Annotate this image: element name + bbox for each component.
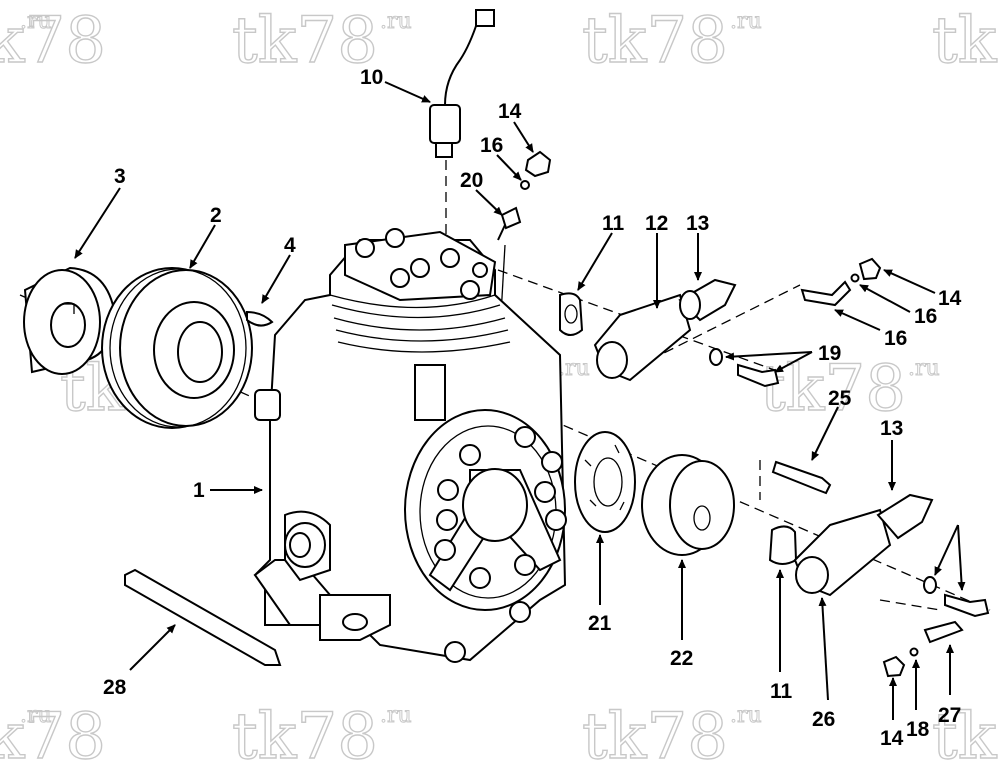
callout-18: 19 bbox=[818, 342, 841, 365]
key-part bbox=[246, 310, 274, 327]
watermark-suffix: .ru bbox=[730, 9, 762, 34]
watermark-suffix: .ru bbox=[908, 356, 940, 381]
callout-16-right: 16 bbox=[914, 305, 937, 328]
callout-19: 20 bbox=[460, 169, 483, 192]
fittings-top bbox=[497, 150, 552, 241]
hub-part bbox=[23, 266, 117, 375]
connector-cable-part bbox=[429, 9, 495, 158]
watermark-text: tk78 bbox=[932, 4, 1000, 78]
watermark-suffix: .ru bbox=[380, 703, 412, 728]
callout-26: 27 bbox=[938, 704, 961, 727]
watermark-text: tk78 bbox=[760, 352, 906, 426]
stud-part bbox=[771, 460, 832, 495]
washer-bolt-lower bbox=[923, 576, 990, 618]
watermark-text: tk78 bbox=[232, 700, 378, 761]
washer-bolt-upper bbox=[709, 348, 780, 388]
watermark-text: tk78 bbox=[582, 4, 728, 78]
gasket-part bbox=[574, 431, 636, 533]
watermark-suffix: .ru bbox=[380, 9, 412, 34]
gasket-lower-part bbox=[768, 525, 798, 565]
callout-2: 2 bbox=[210, 204, 222, 227]
fittings-right-top bbox=[800, 257, 882, 307]
watermark-text: tk78 bbox=[0, 700, 106, 761]
callout-22: 25 bbox=[828, 387, 852, 410]
callout-10: 10 bbox=[360, 66, 383, 89]
valve-lower-part bbox=[793, 493, 934, 597]
valve-upper-part bbox=[593, 278, 737, 382]
pulley-part bbox=[101, 267, 253, 429]
callout-16-top: 16 bbox=[480, 134, 503, 157]
leader-lines bbox=[74, 81, 966, 720]
fittings-lower-right bbox=[882, 620, 964, 678]
callout-1: 1 bbox=[193, 479, 205, 502]
callout-4: 4 bbox=[284, 234, 296, 257]
gasket-upper-part bbox=[559, 292, 584, 336]
callout-11-upper: 11 bbox=[602, 212, 625, 235]
callout-labels: 3 2 4 1 10 14 16 20 11 12 13 14 16 16 19… bbox=[103, 66, 962, 750]
watermark-text: tk78 bbox=[932, 700, 1000, 761]
callout-14-top: 14 bbox=[498, 100, 522, 123]
callout-12: 12 bbox=[645, 212, 668, 235]
tool-part bbox=[124, 568, 282, 666]
callout-21: 22 bbox=[670, 647, 693, 670]
callout-16-lower: 18 bbox=[906, 718, 930, 741]
spacer-part bbox=[641, 454, 735, 556]
callout-11-lower: 11 bbox=[770, 680, 793, 703]
callout-28: 28 bbox=[103, 676, 127, 699]
callout-3: 3 bbox=[114, 165, 126, 188]
watermark-text: tk78 bbox=[582, 700, 728, 761]
compressor-body bbox=[253, 228, 567, 663]
callout-15: 16 bbox=[884, 327, 907, 350]
watermark-suffix: .ru bbox=[20, 703, 52, 728]
callout-13-upper: 13 bbox=[686, 212, 709, 235]
watermark-suffix: .ru bbox=[20, 9, 52, 34]
watermark-suffix: .ru bbox=[730, 703, 762, 728]
callout-14-right: 14 bbox=[938, 287, 962, 310]
watermark-text: tk78 bbox=[232, 4, 378, 78]
callout-25: 26 bbox=[812, 708, 835, 731]
callout-14-lower: 14 bbox=[880, 727, 904, 750]
watermark-suffix: .ru bbox=[558, 356, 590, 381]
callout-20: 21 bbox=[588, 612, 612, 635]
watermark-text: tk78 bbox=[0, 4, 106, 78]
callout-13-lower: 13 bbox=[880, 417, 903, 440]
